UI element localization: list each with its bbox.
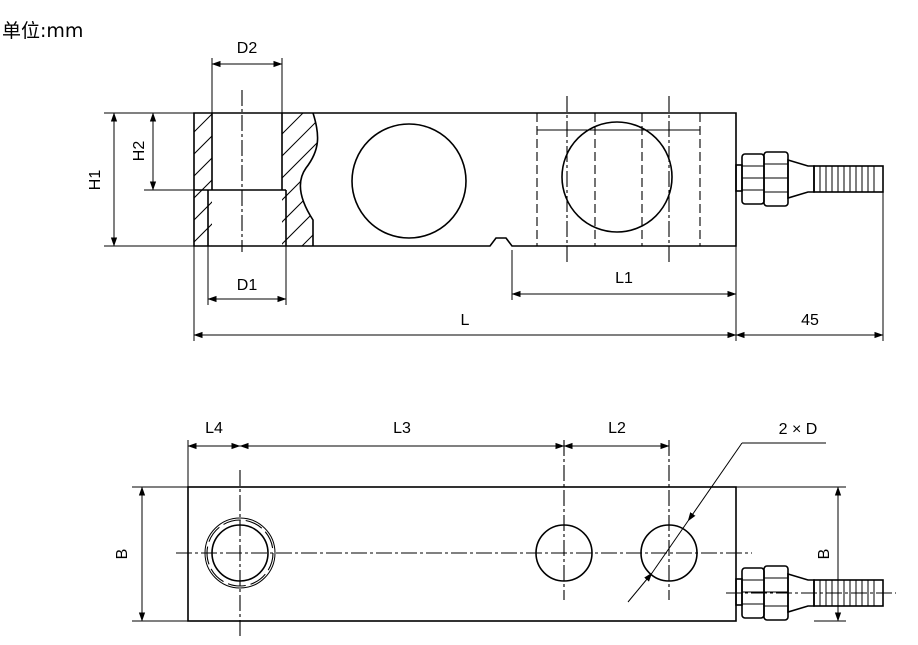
- dim-holes: 2 × D: [779, 421, 818, 438]
- cable-connector-icon: [735, 151, 884, 207]
- load-cell-top-view: 2 × D: [176, 421, 826, 636]
- dim-l: L: [461, 312, 470, 329]
- load-cell-side-view: [193, 90, 737, 262]
- cable-connector-top-icon: [726, 565, 896, 621]
- top-view-dimensions: L4 L3 L2 B B: [114, 420, 846, 622]
- gauge-hole: [351, 123, 467, 239]
- dim-b-left: B: [114, 549, 131, 560]
- body-outline: [193, 112, 737, 247]
- unit-label: 单位:mm: [2, 20, 84, 42]
- dim-l2: L2: [608, 420, 626, 437]
- dim-l3: L3: [393, 420, 411, 437]
- mount-hole: [561, 121, 673, 233]
- dim-d2: D2: [237, 40, 258, 57]
- dim-d1: D1: [237, 277, 258, 294]
- dim-l1: L1: [615, 270, 633, 287]
- top-body-outline: [187, 486, 737, 622]
- break-line: [299, 112, 319, 246]
- side-view-dimensions: D2 D1 H1 H2 L L1 45: [87, 40, 884, 341]
- dim-l4: L4: [205, 420, 223, 437]
- dim-b-right: B: [816, 549, 833, 560]
- dim-cable-length: 45: [801, 312, 819, 329]
- dim-h2: H2: [131, 141, 148, 162]
- dim-h1: H1: [87, 170, 104, 191]
- hatch-left: [194, 113, 212, 246]
